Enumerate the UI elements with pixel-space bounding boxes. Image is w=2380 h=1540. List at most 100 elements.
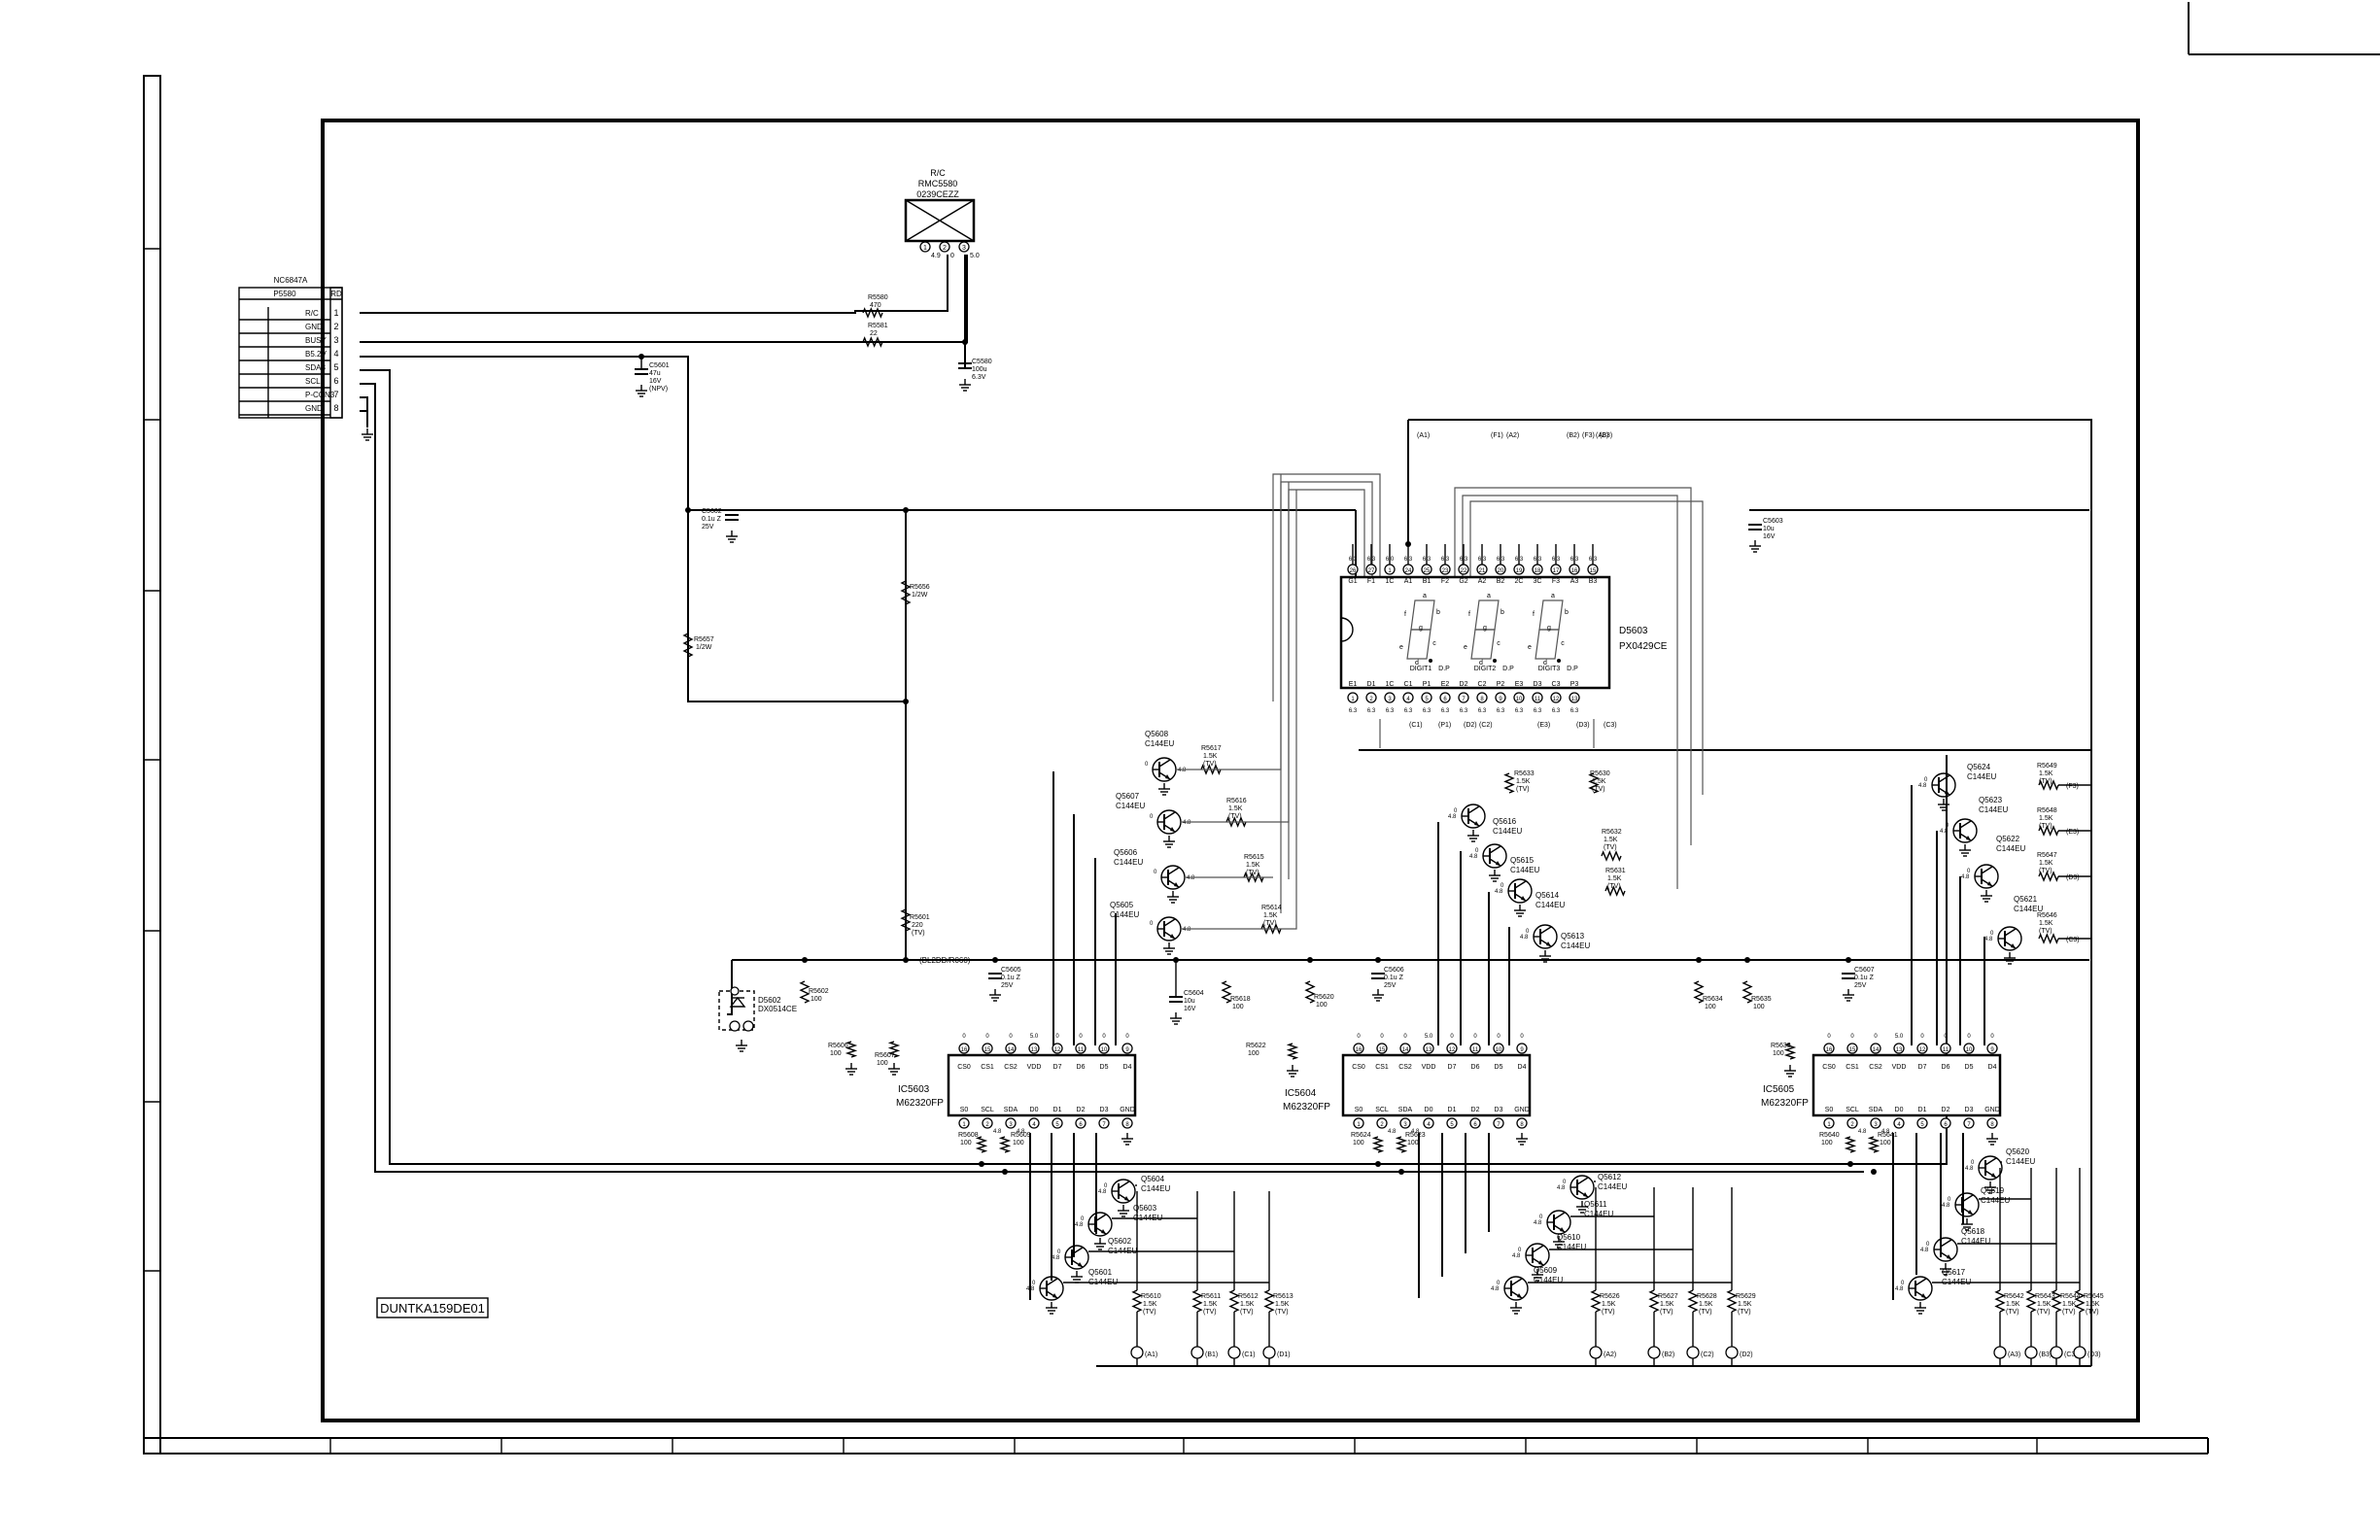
segment-wiring bbox=[1272, 473, 1704, 913]
ic-pin-label: CS1 bbox=[1375, 1064, 1389, 1071]
ic-pin bbox=[982, 1117, 993, 1129]
ic-pin-number: 6 bbox=[1944, 1122, 1948, 1128]
ic5604-ref: IC5604 bbox=[1285, 1088, 1317, 1099]
connector-pin-number: 3 bbox=[333, 335, 338, 345]
ic-pin-label: SCL bbox=[1845, 1107, 1859, 1113]
transistor-part: C144EU bbox=[1996, 844, 2025, 853]
display-pin-number: 17 bbox=[1553, 568, 1560, 574]
junction-dot bbox=[979, 1161, 984, 1167]
transistor-part: C144EU bbox=[1534, 1276, 1563, 1284]
ic-pin-label: D2 bbox=[1077, 1107, 1086, 1113]
ground-symbol bbox=[1940, 1263, 1951, 1276]
display-pin-number: 12 bbox=[1553, 697, 1560, 702]
resistor-ref: R5639 bbox=[1771, 1043, 1791, 1049]
display-pin-label: F1 bbox=[1367, 578, 1375, 585]
display-segment-label: c bbox=[1497, 640, 1500, 647]
display-ref: D5603 bbox=[1619, 626, 1648, 636]
ic-pin bbox=[1493, 1043, 1504, 1054]
connector-pin-name: SCL3 bbox=[305, 377, 326, 386]
transistor-ref: Q5616 bbox=[1493, 817, 1517, 826]
display-pin-voltage: 6.3 bbox=[1404, 708, 1413, 714]
connector-pin-name: SDA3 bbox=[305, 363, 326, 372]
transistor-voltage: 4.8 bbox=[1183, 820, 1191, 826]
transistor-ref: Q5613 bbox=[1561, 932, 1585, 941]
ground-symbol bbox=[1961, 1218, 1973, 1231]
ic-pin-voltage: 0 bbox=[1102, 1034, 1106, 1040]
resistor-r5645 bbox=[2074, 1289, 2086, 1313]
ground-symbol bbox=[736, 1040, 747, 1052]
resistor-ref: R5635 bbox=[1751, 996, 1772, 1003]
display-pin-label: B1 bbox=[1423, 578, 1431, 585]
ic-pin-label: GND bbox=[1514, 1107, 1530, 1113]
ic-pin-label: D7 bbox=[1918, 1064, 1927, 1071]
resistor-r5626 bbox=[1590, 1289, 1602, 1313]
junction-dot bbox=[802, 957, 808, 963]
ic-pin bbox=[1446, 1043, 1458, 1054]
junction-dot bbox=[1871, 1169, 1877, 1175]
resistor-note: (TV) bbox=[1246, 870, 1259, 876]
capacitor-ref: C5604 bbox=[1184, 990, 1204, 997]
signal-label: (D3) bbox=[1576, 722, 1590, 729]
resistor-value: 1.5K bbox=[1203, 1301, 1218, 1308]
display-pin bbox=[1347, 692, 1359, 703]
ic-pin-number: 12 bbox=[1054, 1047, 1061, 1053]
capacitor-ref: C5605 bbox=[1001, 967, 1021, 974]
resistor-r5608 bbox=[975, 1136, 988, 1153]
resistor-ref: R5628 bbox=[1697, 1293, 1717, 1300]
connector-pin-name: P-CON3 bbox=[305, 391, 335, 399]
transistor-voltage: 4.8 bbox=[1075, 1222, 1084, 1228]
ground-symbol bbox=[726, 530, 738, 543]
display-pin-number: 24 bbox=[1405, 568, 1412, 574]
transistor-part: C144EU bbox=[1110, 910, 1139, 919]
ic-pin-number: 14 bbox=[1402, 1047, 1409, 1053]
junction-dot bbox=[1307, 957, 1313, 963]
resistor-ref: R5607 bbox=[875, 1052, 895, 1059]
signal-terminal bbox=[1262, 1346, 1276, 1359]
ground-symbol bbox=[1510, 1302, 1522, 1315]
ic-pin bbox=[1005, 1043, 1017, 1054]
signal-label: (F1) bbox=[1491, 432, 1503, 439]
ic-pin-voltage: 0 bbox=[1473, 1034, 1477, 1040]
ic-pin-number: 11 bbox=[1943, 1047, 1949, 1053]
resistor-value: 22 bbox=[870, 330, 878, 337]
resistor-r5601 bbox=[900, 908, 912, 932]
fixed-text: DUNTKA159DE01 NC6847A P5580 RD R/C RMC55… bbox=[273, 168, 1809, 1316]
capacitor-c5603 bbox=[1748, 524, 1762, 530]
sheet-frame bbox=[143, 2, 2380, 1454]
transistor-ref: Q5606 bbox=[1114, 848, 1138, 857]
resistor-value: 1.5K bbox=[1228, 805, 1243, 812]
transistor-voltage: 0 bbox=[1948, 1197, 1951, 1203]
ic-pin-voltage: 0 bbox=[1850, 1034, 1854, 1040]
transistor-part: C144EU bbox=[1557, 1243, 1586, 1251]
display-pin-number: 5 bbox=[1425, 697, 1429, 702]
resistor-value: 1.5K bbox=[1143, 1301, 1157, 1308]
resistor-r5581 bbox=[862, 336, 883, 348]
ic-pin-number: 3 bbox=[1009, 1122, 1013, 1128]
transistor-voltage: 4.8 bbox=[1098, 1189, 1107, 1195]
display-pin-label: 3C bbox=[1534, 578, 1542, 585]
resistor-ref: R5644 bbox=[2060, 1293, 2081, 1300]
transistor-voltage: 0 bbox=[1518, 1248, 1522, 1253]
resistor-r5647 bbox=[2038, 871, 2059, 882]
resistor-note: (TV) bbox=[1203, 1309, 1217, 1316]
ic-pin-label: S0 bbox=[1355, 1107, 1363, 1113]
signal-label: (D2) bbox=[1740, 1352, 1753, 1358]
resistor-ref: R5614 bbox=[1261, 905, 1282, 911]
ic-pin-number: 4 bbox=[1897, 1122, 1901, 1128]
transistor-part: C144EU bbox=[1510, 866, 1539, 874]
junction-dot bbox=[1375, 957, 1381, 963]
ground-symbol bbox=[1539, 950, 1551, 963]
capacitor-ref: C5602 bbox=[702, 508, 722, 515]
resistor-r5639 bbox=[1783, 1043, 1797, 1060]
capacitor-value: 0.1u Z bbox=[1854, 975, 1875, 981]
ground-symbol bbox=[888, 1063, 900, 1076]
resistor-value: 1.5K bbox=[1602, 1301, 1616, 1308]
display-pin-label: P2 bbox=[1497, 681, 1505, 688]
ic-pin-label: S0 bbox=[1825, 1107, 1834, 1113]
